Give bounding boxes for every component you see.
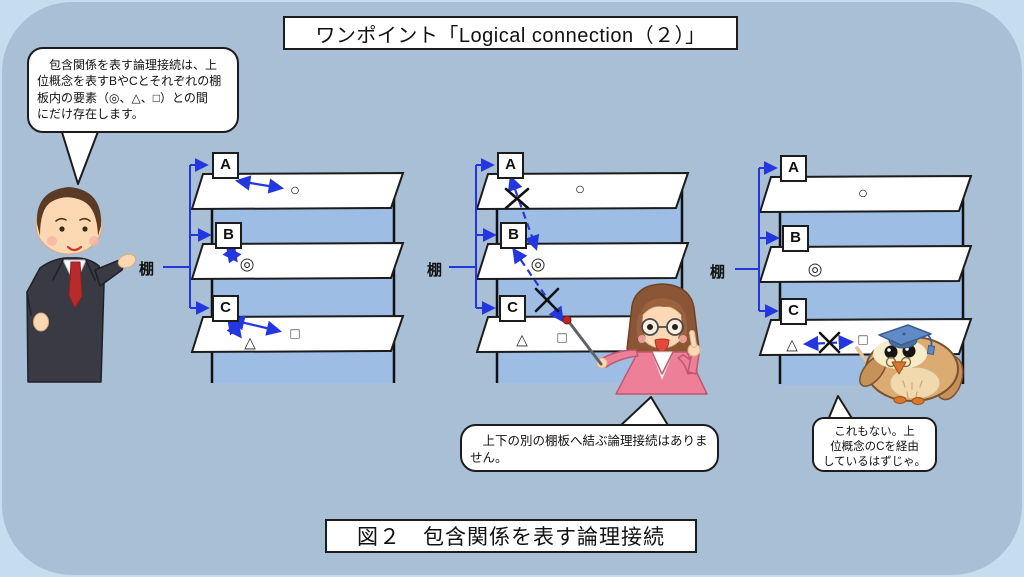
triangle-symbol: △ <box>244 334 256 352</box>
level-box-a: A <box>212 152 239 179</box>
level-box-a: A <box>497 152 524 179</box>
double-circle-symbol: ◎ <box>807 259 823 279</box>
owl-character <box>855 324 964 405</box>
woman-bubble-tail <box>618 396 670 428</box>
woman-speech-bubble: 上下の別の棚板へ結ぶ論理接続はありま せん。 <box>460 424 719 472</box>
forbidden-sibling-arrow <box>802 331 855 354</box>
triangle-symbol: △ <box>786 336 798 354</box>
shelf-board-a <box>758 174 973 214</box>
circle-symbol: ○ <box>857 183 869 203</box>
owl-speech-bubble: これもない。上 位概念のCを経由 しているはずじゃ。 <box>812 417 937 472</box>
shelf-bracket <box>449 158 497 315</box>
pointer-stick <box>562 315 603 366</box>
level-box-a: A <box>780 155 807 182</box>
teacher-character <box>562 283 708 395</box>
forbidden-cross-shelf-arrows <box>504 175 564 323</box>
x-mark-icon <box>504 187 530 210</box>
double-circle-symbol: ◎ <box>530 254 546 274</box>
double-circle-symbol: ◎ <box>239 254 255 274</box>
shelf-label-middle: 棚 <box>427 262 443 279</box>
x-mark-icon <box>534 287 560 313</box>
square-symbol: □ <box>557 329 567 347</box>
shelf-unit-left <box>163 158 405 383</box>
page-title: ワンポイント「Logical connection（２）」 <box>283 16 738 50</box>
shelf-board-b <box>190 241 405 281</box>
graduation-cap-icon <box>878 324 936 355</box>
level-box-c: C <box>499 295 526 322</box>
square-symbol: □ <box>858 331 868 349</box>
shelf-bracket <box>163 158 212 315</box>
level-box-b: B <box>782 225 809 252</box>
circle-symbol: ○ <box>289 180 301 200</box>
shelf-label-left: 棚 <box>139 261 155 278</box>
circle-symbol: ○ <box>574 179 586 199</box>
triangle-symbol: △ <box>516 331 528 349</box>
level-box-b: B <box>500 222 527 249</box>
level-box-c: C <box>212 295 239 322</box>
businessman-character <box>26 187 137 383</box>
figure-caption: 図２ 包含関係を表す論理接続 <box>325 519 697 553</box>
shelf-board-b <box>758 244 973 284</box>
man-bubble-tail <box>60 128 100 185</box>
shelf-bracket <box>735 161 780 318</box>
logical-connection-arrows <box>222 175 285 339</box>
level-box-c: C <box>780 298 807 325</box>
x-mark-icon <box>818 331 841 354</box>
shelf-label-right: 棚 <box>710 264 726 281</box>
square-symbol: □ <box>290 325 300 343</box>
man-speech-bubble: 包含関係を表す論理接続は、上 位概念を表すBやCとそれぞれの棚 板内の要素（◎、… <box>27 47 239 133</box>
level-box-b: B <box>215 222 242 249</box>
